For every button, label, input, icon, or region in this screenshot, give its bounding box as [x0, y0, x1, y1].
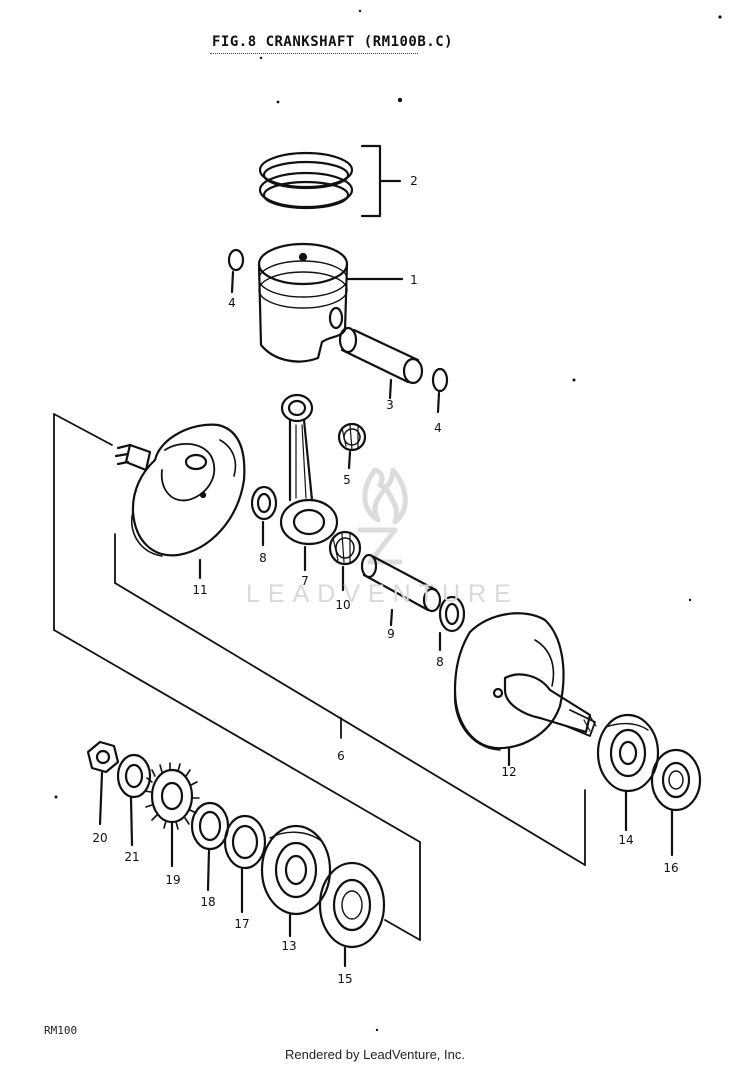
callout-8-upper: 8: [259, 551, 267, 565]
oil-seal-15: [318, 861, 386, 968]
footer-credit: Rendered by LeadVenture, Inc.: [285, 1047, 465, 1062]
callout-1: 1: [410, 273, 418, 287]
callout-8-lower: 8: [436, 655, 444, 669]
connecting-rod: [279, 393, 339, 572]
crankshaft-left-half: [114, 423, 246, 580]
callout-19: 19: [165, 873, 181, 887]
callout-6: 6: [337, 749, 345, 763]
callout-3: 3: [386, 398, 394, 412]
callout-15: 15: [337, 972, 353, 986]
callout-18: 18: [200, 895, 216, 909]
callout-14: 14: [618, 833, 634, 847]
piston: [257, 242, 404, 363]
figure-title: FIG.8 CRANKSHAFT (RM100B.C): [212, 34, 454, 50]
crankshaft-right-half: [453, 612, 597, 767]
circlip-left: [227, 248, 245, 294]
callout-5: 5: [343, 473, 351, 487]
page-reference: RM100: [44, 1024, 78, 1037]
crank-pin: [360, 553, 442, 627]
callout-2: 2: [410, 174, 418, 188]
callout-7: 7: [301, 574, 309, 588]
oil-seal-16: [650, 748, 702, 857]
callout-16: 16: [663, 861, 679, 875]
bearing-14: [596, 713, 660, 832]
callout-4-left: 4: [228, 296, 236, 310]
shim-17: [223, 814, 267, 914]
callout-17: 17: [234, 917, 250, 931]
callout-9: 9: [387, 627, 395, 641]
thrust-washer-upper: [250, 485, 278, 547]
bearing-13: [260, 824, 332, 938]
circlip-right: [431, 367, 449, 414]
assembly-bracket-lines: [53, 413, 586, 941]
callout-21: 21: [124, 850, 140, 864]
piston-pin: [338, 326, 424, 400]
washer-21: [116, 753, 152, 847]
shim-18: [190, 801, 230, 892]
piston-rings: [258, 144, 402, 218]
thrust-washer-lower: [438, 595, 466, 652]
callout-10: 10: [335, 598, 351, 612]
primary-drive-gear-19: [144, 762, 200, 868]
big-end-bearing: [328, 530, 362, 592]
callout-12: 12: [501, 765, 517, 779]
callout-20: 20: [92, 831, 108, 845]
small-end-bearing: [337, 422, 367, 470]
nut-20: [86, 740, 120, 826]
watermark-logo: [357, 467, 408, 565]
callout-13: 13: [281, 939, 297, 953]
title-underline: [210, 53, 418, 54]
callout-11: 11: [192, 583, 208, 597]
print-specks: [54, 9, 722, 1032]
callout-4-right: 4: [434, 421, 442, 435]
